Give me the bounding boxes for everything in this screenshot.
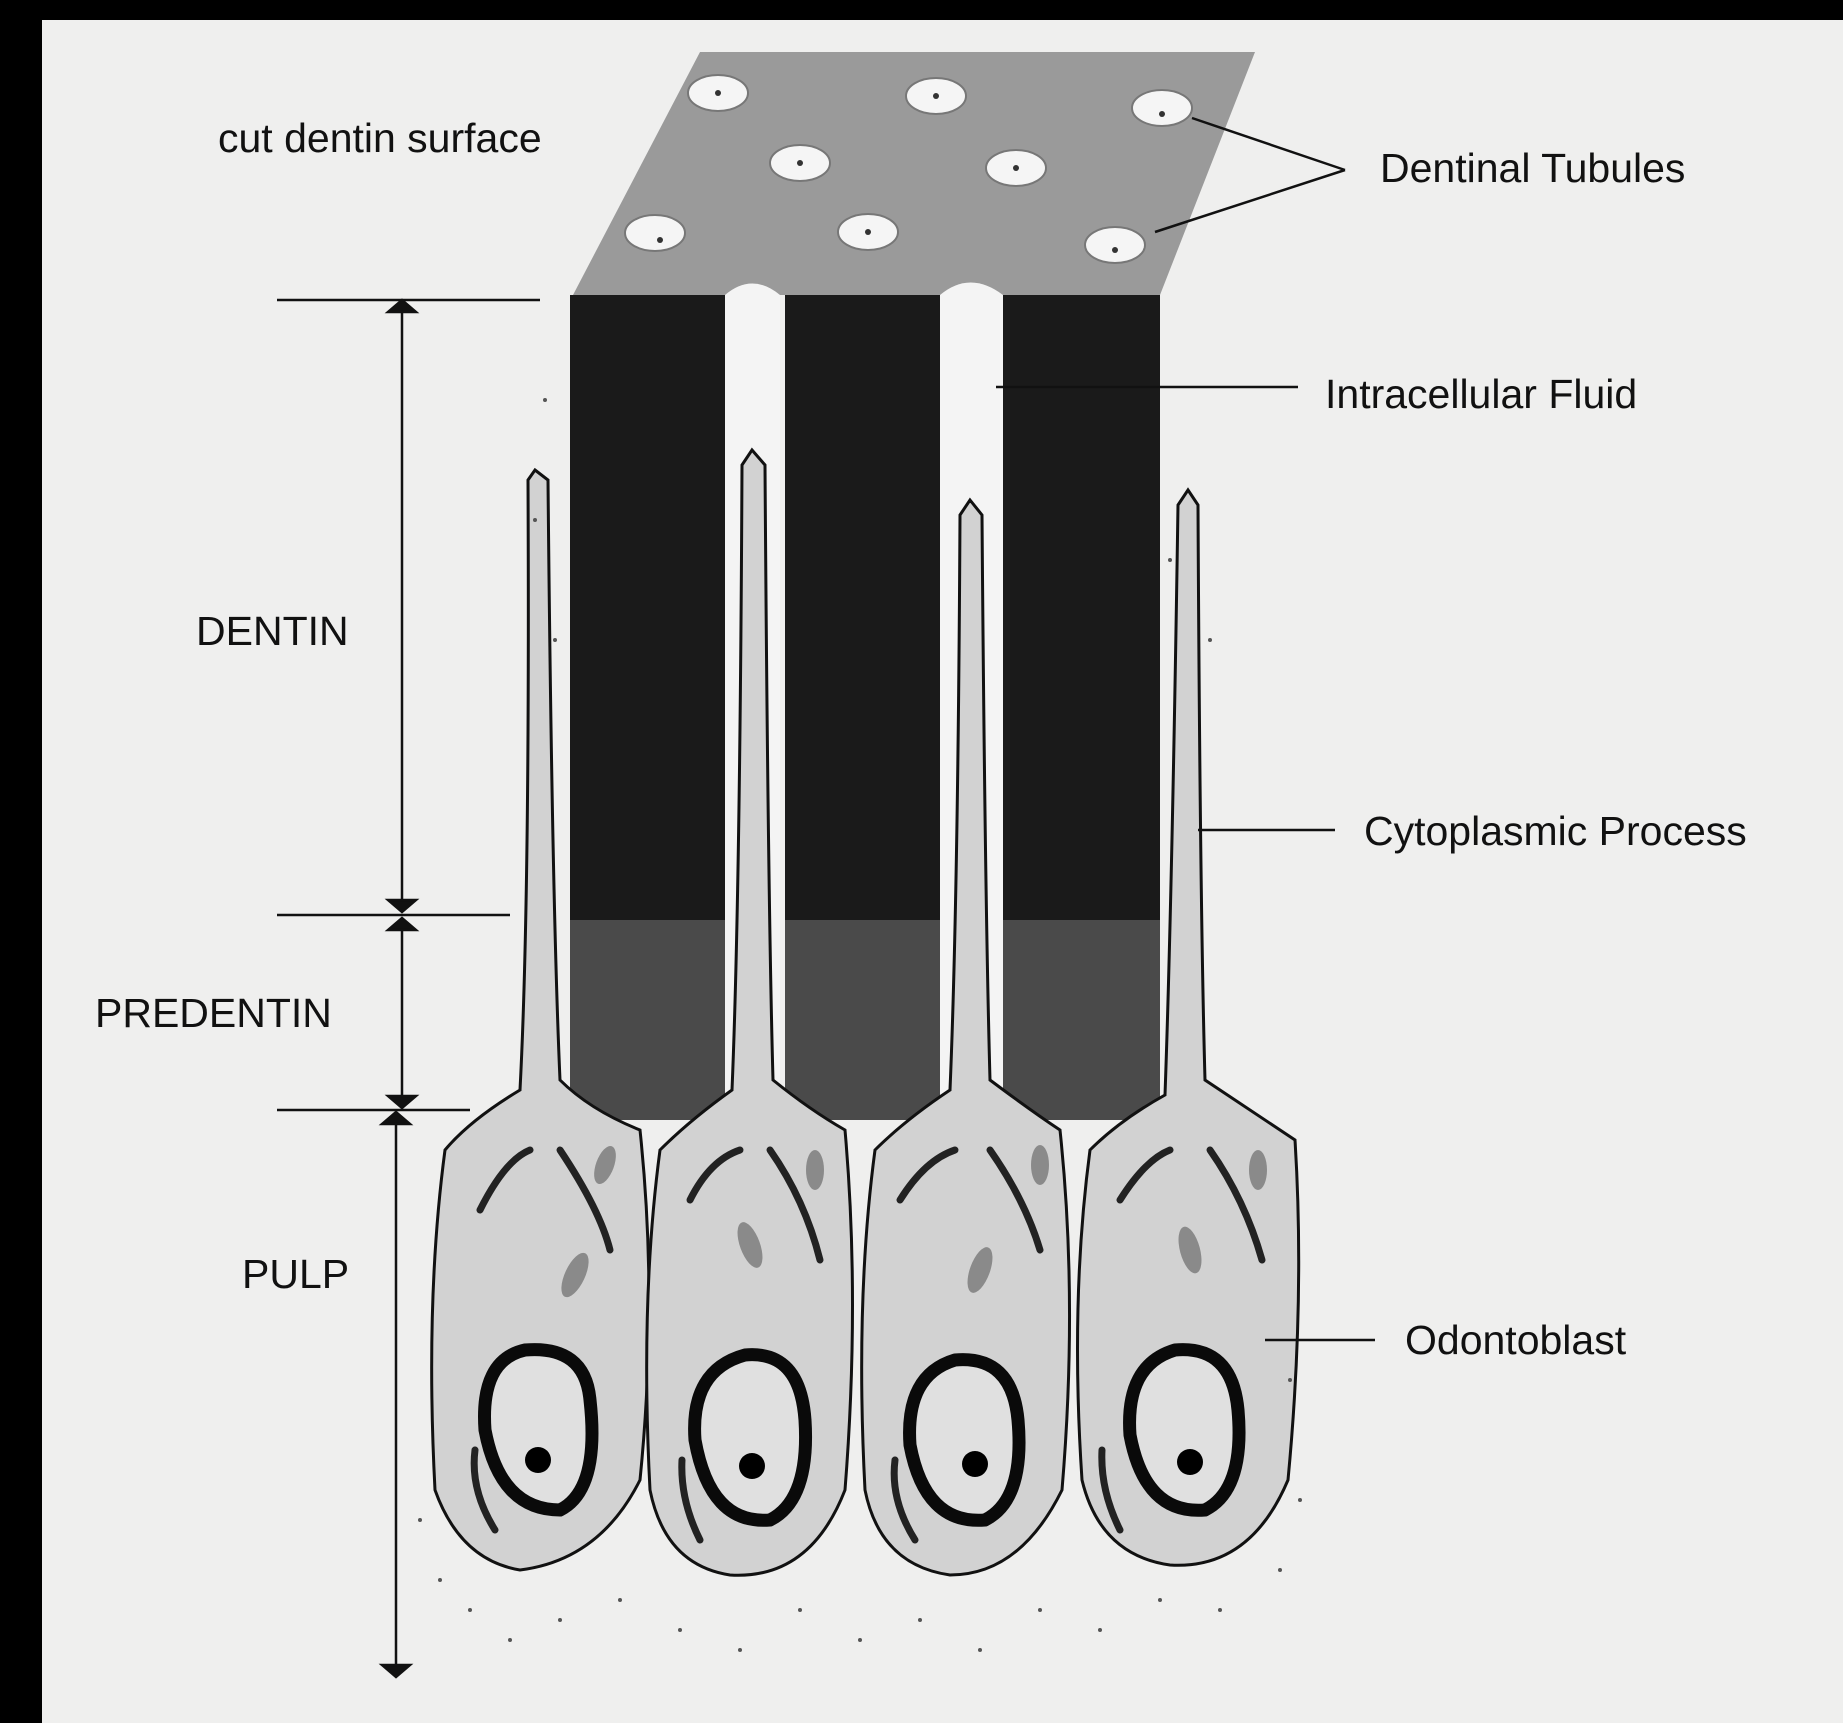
dentin-columns	[570, 295, 1160, 920]
label-predentin: PREDENTIN	[95, 990, 332, 1036]
label-cytoplasmic-process: Cytoplasmic Process	[1364, 808, 1747, 854]
label-intracellular-fluid: Intracellular Fluid	[1325, 371, 1637, 417]
predentin-columns	[570, 920, 1160, 1120]
label-pulp: PULP	[242, 1251, 349, 1297]
label-cut-dentin-surface: cut dentin surface	[218, 115, 542, 161]
label-dentin: DENTIN	[196, 608, 349, 654]
label-odontoblast: Odontoblast	[1405, 1317, 1627, 1363]
label-dentinal-tubules: Dentinal Tubules	[1380, 145, 1685, 191]
